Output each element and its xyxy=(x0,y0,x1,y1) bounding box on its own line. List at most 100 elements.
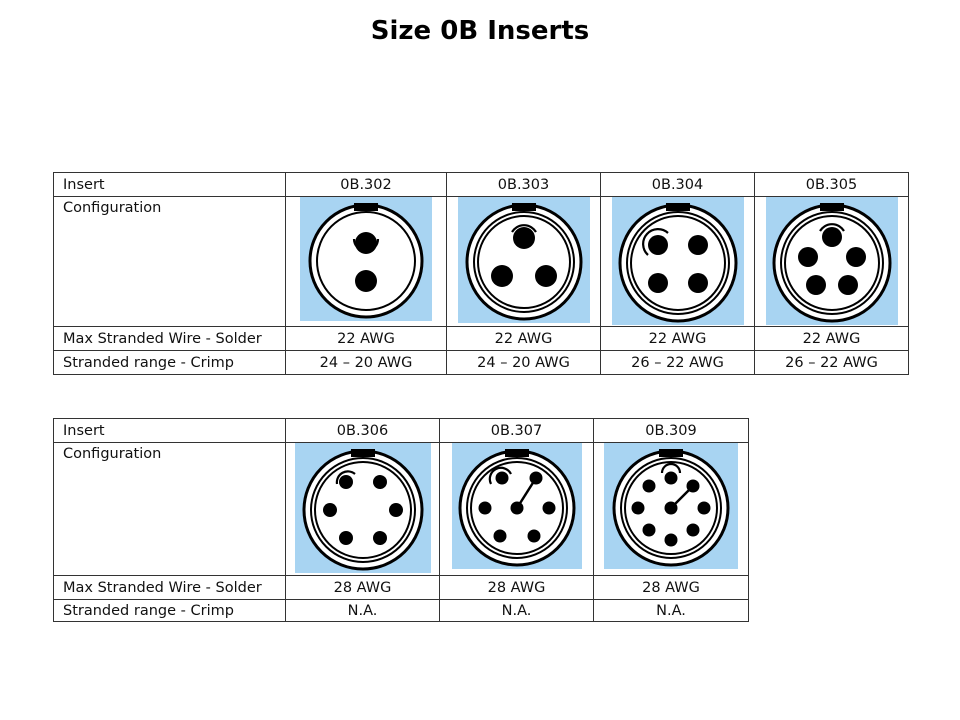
contact-marker-arc xyxy=(641,228,669,256)
insert-name: 0B.303 xyxy=(446,172,601,197)
insert-name: 0B.307 xyxy=(439,418,594,443)
connector-outer-ring xyxy=(302,449,423,571)
inserts-table-1: Insert 0B.302 0B.303 0B.304 0B.305 Confi… xyxy=(53,172,909,375)
connector-contacts xyxy=(797,223,866,295)
connector-contacts xyxy=(322,470,403,545)
contact-pin xyxy=(542,501,555,515)
row-label-configuration: Configuration xyxy=(53,196,286,327)
contact-pin xyxy=(687,235,708,255)
contact-marker-arc xyxy=(660,462,682,474)
contact-marker-arc xyxy=(510,224,537,233)
connector-contacts xyxy=(478,466,555,543)
connector-0B304-diagram xyxy=(611,197,744,325)
insert-name: 0B.304 xyxy=(600,172,755,197)
contact-pin xyxy=(493,529,506,543)
insert-name: 0B.305 xyxy=(754,172,909,197)
row-label-solder: Max Stranded Wire - Solder xyxy=(53,326,286,351)
connector-inner-ring xyxy=(472,211,575,313)
contact-pin xyxy=(686,479,700,493)
connector-inner-ring xyxy=(625,211,730,315)
contact-pin xyxy=(372,475,387,489)
crimp-value: N.A. xyxy=(285,599,440,622)
contact-pin xyxy=(388,503,403,517)
contact-pin xyxy=(642,479,656,493)
connector-key xyxy=(350,449,375,457)
connector-key xyxy=(504,449,529,457)
connector-key xyxy=(659,449,683,457)
contact-pin xyxy=(529,471,542,485)
page-title: Size 0B Inserts xyxy=(370,16,590,46)
connector-insulator-ring xyxy=(624,461,718,555)
contact-pin xyxy=(478,501,491,515)
crimp-value: 26 – 22 AWG xyxy=(600,350,755,375)
connector-inner-ring xyxy=(465,457,568,559)
connector-insulator-ring xyxy=(783,215,880,311)
connector-inner-ring xyxy=(316,211,416,311)
contact-pin xyxy=(664,533,678,547)
connector-0B303-diagram xyxy=(457,197,590,323)
contact-pin xyxy=(845,247,866,267)
connector-key xyxy=(511,203,536,211)
connector-0B302-diagram xyxy=(300,197,432,321)
insert-name: 0B.306 xyxy=(285,418,440,443)
connector-0B306-diagram xyxy=(294,443,431,573)
solder-value: 22 AWG xyxy=(285,326,447,351)
contact-pin xyxy=(631,501,645,515)
contact-pin xyxy=(510,501,523,515)
connector-0B307-diagram xyxy=(451,443,582,569)
contact-pin xyxy=(355,270,377,292)
row-label-insert: Insert xyxy=(53,418,286,443)
contact-pin xyxy=(534,265,557,287)
connector-key xyxy=(819,203,844,211)
contact-pin xyxy=(495,471,508,485)
connector-contacts xyxy=(352,232,380,292)
connector-inner-ring xyxy=(779,211,884,315)
contact-pin xyxy=(338,475,353,489)
contact-pin xyxy=(697,501,711,515)
solder-value: 28 AWG xyxy=(593,575,749,600)
solder-value: 22 AWG xyxy=(600,326,755,351)
connector-insulator-ring xyxy=(313,461,412,559)
connector-0B309-diagram xyxy=(604,443,738,569)
connector-inner-ring xyxy=(620,457,722,559)
contact-marker-arc xyxy=(488,466,512,485)
connector-insulator-ring xyxy=(469,461,564,555)
row-label-insert: Insert xyxy=(53,172,286,197)
contact-pin xyxy=(821,227,842,247)
crimp-value: 24 – 20 AWG xyxy=(446,350,601,375)
solder-value: 22 AWG xyxy=(754,326,909,351)
connector-contacts xyxy=(631,462,711,547)
contact-pin xyxy=(372,531,387,545)
inserts-table-2: Insert 0B.306 0B.307 0B.309 Configuratio… xyxy=(53,418,749,622)
contact-pin xyxy=(664,501,678,515)
contact-marker-arc xyxy=(818,223,845,232)
contact-pin xyxy=(338,531,353,545)
solder-value: 28 AWG xyxy=(439,575,594,600)
insert-name: 0B.309 xyxy=(593,418,749,443)
contact-pin xyxy=(805,275,826,295)
connector-key xyxy=(665,203,690,211)
row-label-configuration: Configuration xyxy=(53,442,286,576)
crimp-value: N.A. xyxy=(439,599,594,622)
row-label-crimp: Stranded range - Crimp xyxy=(53,599,286,622)
solder-value: 22 AWG xyxy=(446,326,601,351)
contact-pin xyxy=(322,503,337,517)
contact-pin xyxy=(664,471,678,485)
contact-pin xyxy=(797,247,818,267)
contact-pin xyxy=(355,232,377,254)
connector-outer-ring xyxy=(618,203,737,323)
contact-pin xyxy=(527,529,540,543)
contact-pin xyxy=(647,235,668,255)
solder-value: 28 AWG xyxy=(285,575,440,600)
contact-pin xyxy=(642,523,656,537)
contact-pin xyxy=(647,273,668,293)
connector-0B305-diagram xyxy=(765,197,898,325)
contact-pin xyxy=(490,265,513,287)
contact-pin xyxy=(687,273,708,293)
row-label-solder: Max Stranded Wire - Solder xyxy=(53,575,286,600)
crimp-value: N.A. xyxy=(593,599,749,622)
connector-inner-ring xyxy=(309,457,416,563)
insert-name: 0B.302 xyxy=(285,172,447,197)
contact-pin xyxy=(686,523,700,537)
row-label-crimp: Stranded range - Crimp xyxy=(53,350,286,375)
